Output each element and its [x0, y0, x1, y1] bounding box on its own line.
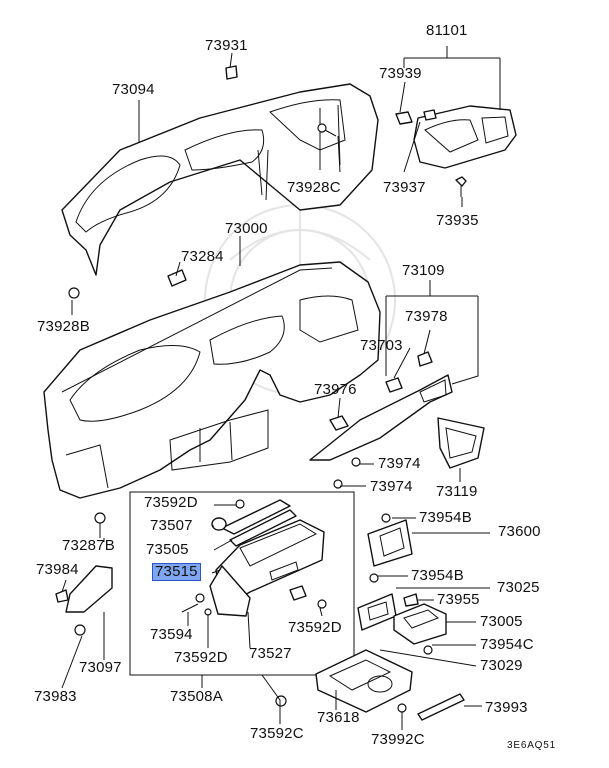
screws-73592d-part[interactable]	[204, 599, 327, 616]
glovebox-door-part[interactable]	[209, 565, 251, 617]
screw-73287b-part[interactable]	[94, 512, 106, 538]
ashtray-73618-part[interactable]	[315, 649, 413, 713]
label-73592d-c: 73592D	[174, 649, 228, 666]
label-73094: 73094	[112, 81, 155, 98]
side-panel-73109-part[interactable]	[309, 374, 453, 461]
label-73515-highlighted[interactable]: 73515	[152, 563, 201, 581]
panel-73005-part[interactable]	[393, 603, 447, 645]
label-81101: 81101	[426, 22, 468, 39]
label-73935: 73935	[436, 212, 479, 229]
screw-73992c-part[interactable]	[397, 703, 407, 713]
meter-cluster-part[interactable]	[413, 105, 517, 169]
label-73287b: 73287B	[62, 537, 115, 554]
label-73025: 73025	[497, 579, 540, 596]
pocket-73119-part[interactable]	[437, 417, 485, 469]
label-73928b: 73928B	[37, 318, 90, 335]
label-73000: 73000	[225, 220, 268, 237]
side-cover-73097-part[interactable]	[65, 565, 113, 613]
screw-73974-part[interactable]	[333, 457, 361, 489]
clip-73955-part[interactable]	[403, 593, 419, 607]
screw-73928b-part[interactable]	[68, 287, 80, 299]
box-73600-part[interactable]	[367, 519, 413, 567]
screw-73928c-part[interactable]	[317, 123, 337, 137]
screw-73592c-part[interactable]	[275, 695, 287, 707]
label-73983: 73983	[34, 688, 77, 705]
label-73592d-a: 73592D	[144, 494, 198, 511]
label-73993: 73993	[485, 699, 528, 716]
leader-lines	[61, 46, 501, 730]
clip-73931-part[interactable]	[225, 65, 238, 80]
latch-73527-part[interactable]	[289, 585, 307, 601]
label-73508a: 73508A	[170, 688, 223, 705]
glovebox-lid-part[interactable]	[221, 499, 297, 547]
label-73284: 73284	[181, 248, 224, 265]
label-73954b-b: 73954B	[411, 567, 464, 584]
screw-73954b-part[interactable]	[369, 513, 391, 583]
clip-73939-part[interactable]	[395, 109, 437, 125]
clip-73976-part[interactable]	[329, 415, 349, 431]
label-73618: 73618	[317, 709, 360, 726]
dash-top-panel-part[interactable]	[61, 83, 379, 276]
bezel-73025-part[interactable]	[357, 593, 397, 631]
label-73527: 73527	[249, 645, 292, 662]
label-73097: 73097	[79, 659, 122, 676]
screw-73935-part[interactable]	[455, 176, 467, 197]
screw-73954c-part[interactable]	[423, 645, 433, 655]
label-73954c: 73954C	[480, 636, 534, 653]
label-73931: 73931	[205, 37, 248, 54]
main-dashboard-part[interactable]	[43, 261, 381, 499]
label-73592c: 73592C	[250, 725, 304, 742]
label-73592d-b: 73592D	[288, 619, 342, 636]
label-73029: 73029	[480, 657, 523, 674]
label-73976: 73976	[314, 381, 357, 398]
bracket-73978-part[interactable]	[417, 351, 433, 367]
figure-code: 3E6AQ51	[507, 740, 556, 751]
label-73703: 73703	[360, 337, 403, 354]
label-73974a: 73974	[378, 455, 421, 472]
label-73594: 73594	[150, 626, 193, 643]
label-73505: 73505	[146, 541, 189, 558]
label-73954b-a: 73954B	[419, 509, 472, 526]
label-73937: 73937	[383, 179, 426, 196]
damper-73507-part[interactable]	[211, 517, 227, 531]
label-73978: 73978	[405, 308, 448, 325]
stopper-73594-part[interactable]	[181, 593, 205, 613]
label-73984: 73984	[36, 561, 79, 578]
glovebox-assembly-frame	[129, 491, 355, 676]
label-73600: 73600	[498, 523, 541, 540]
screw-73983-part[interactable]	[74, 624, 86, 636]
label-73507: 73507	[150, 517, 193, 534]
label-73939: 73939	[379, 65, 422, 82]
label-73955: 73955	[437, 591, 480, 608]
label-73974b: 73974	[370, 478, 413, 495]
label-73119: 73119	[436, 483, 478, 500]
label-73109: 73109	[402, 262, 445, 279]
clip-73703-part[interactable]	[385, 377, 403, 393]
rod-73993-part[interactable]	[417, 693, 465, 721]
label-73992c: 73992C	[371, 731, 425, 748]
label-73928c: 73928C	[287, 179, 341, 196]
screw-73592d-part[interactable]	[235, 499, 245, 509]
label-73005: 73005	[480, 613, 523, 630]
